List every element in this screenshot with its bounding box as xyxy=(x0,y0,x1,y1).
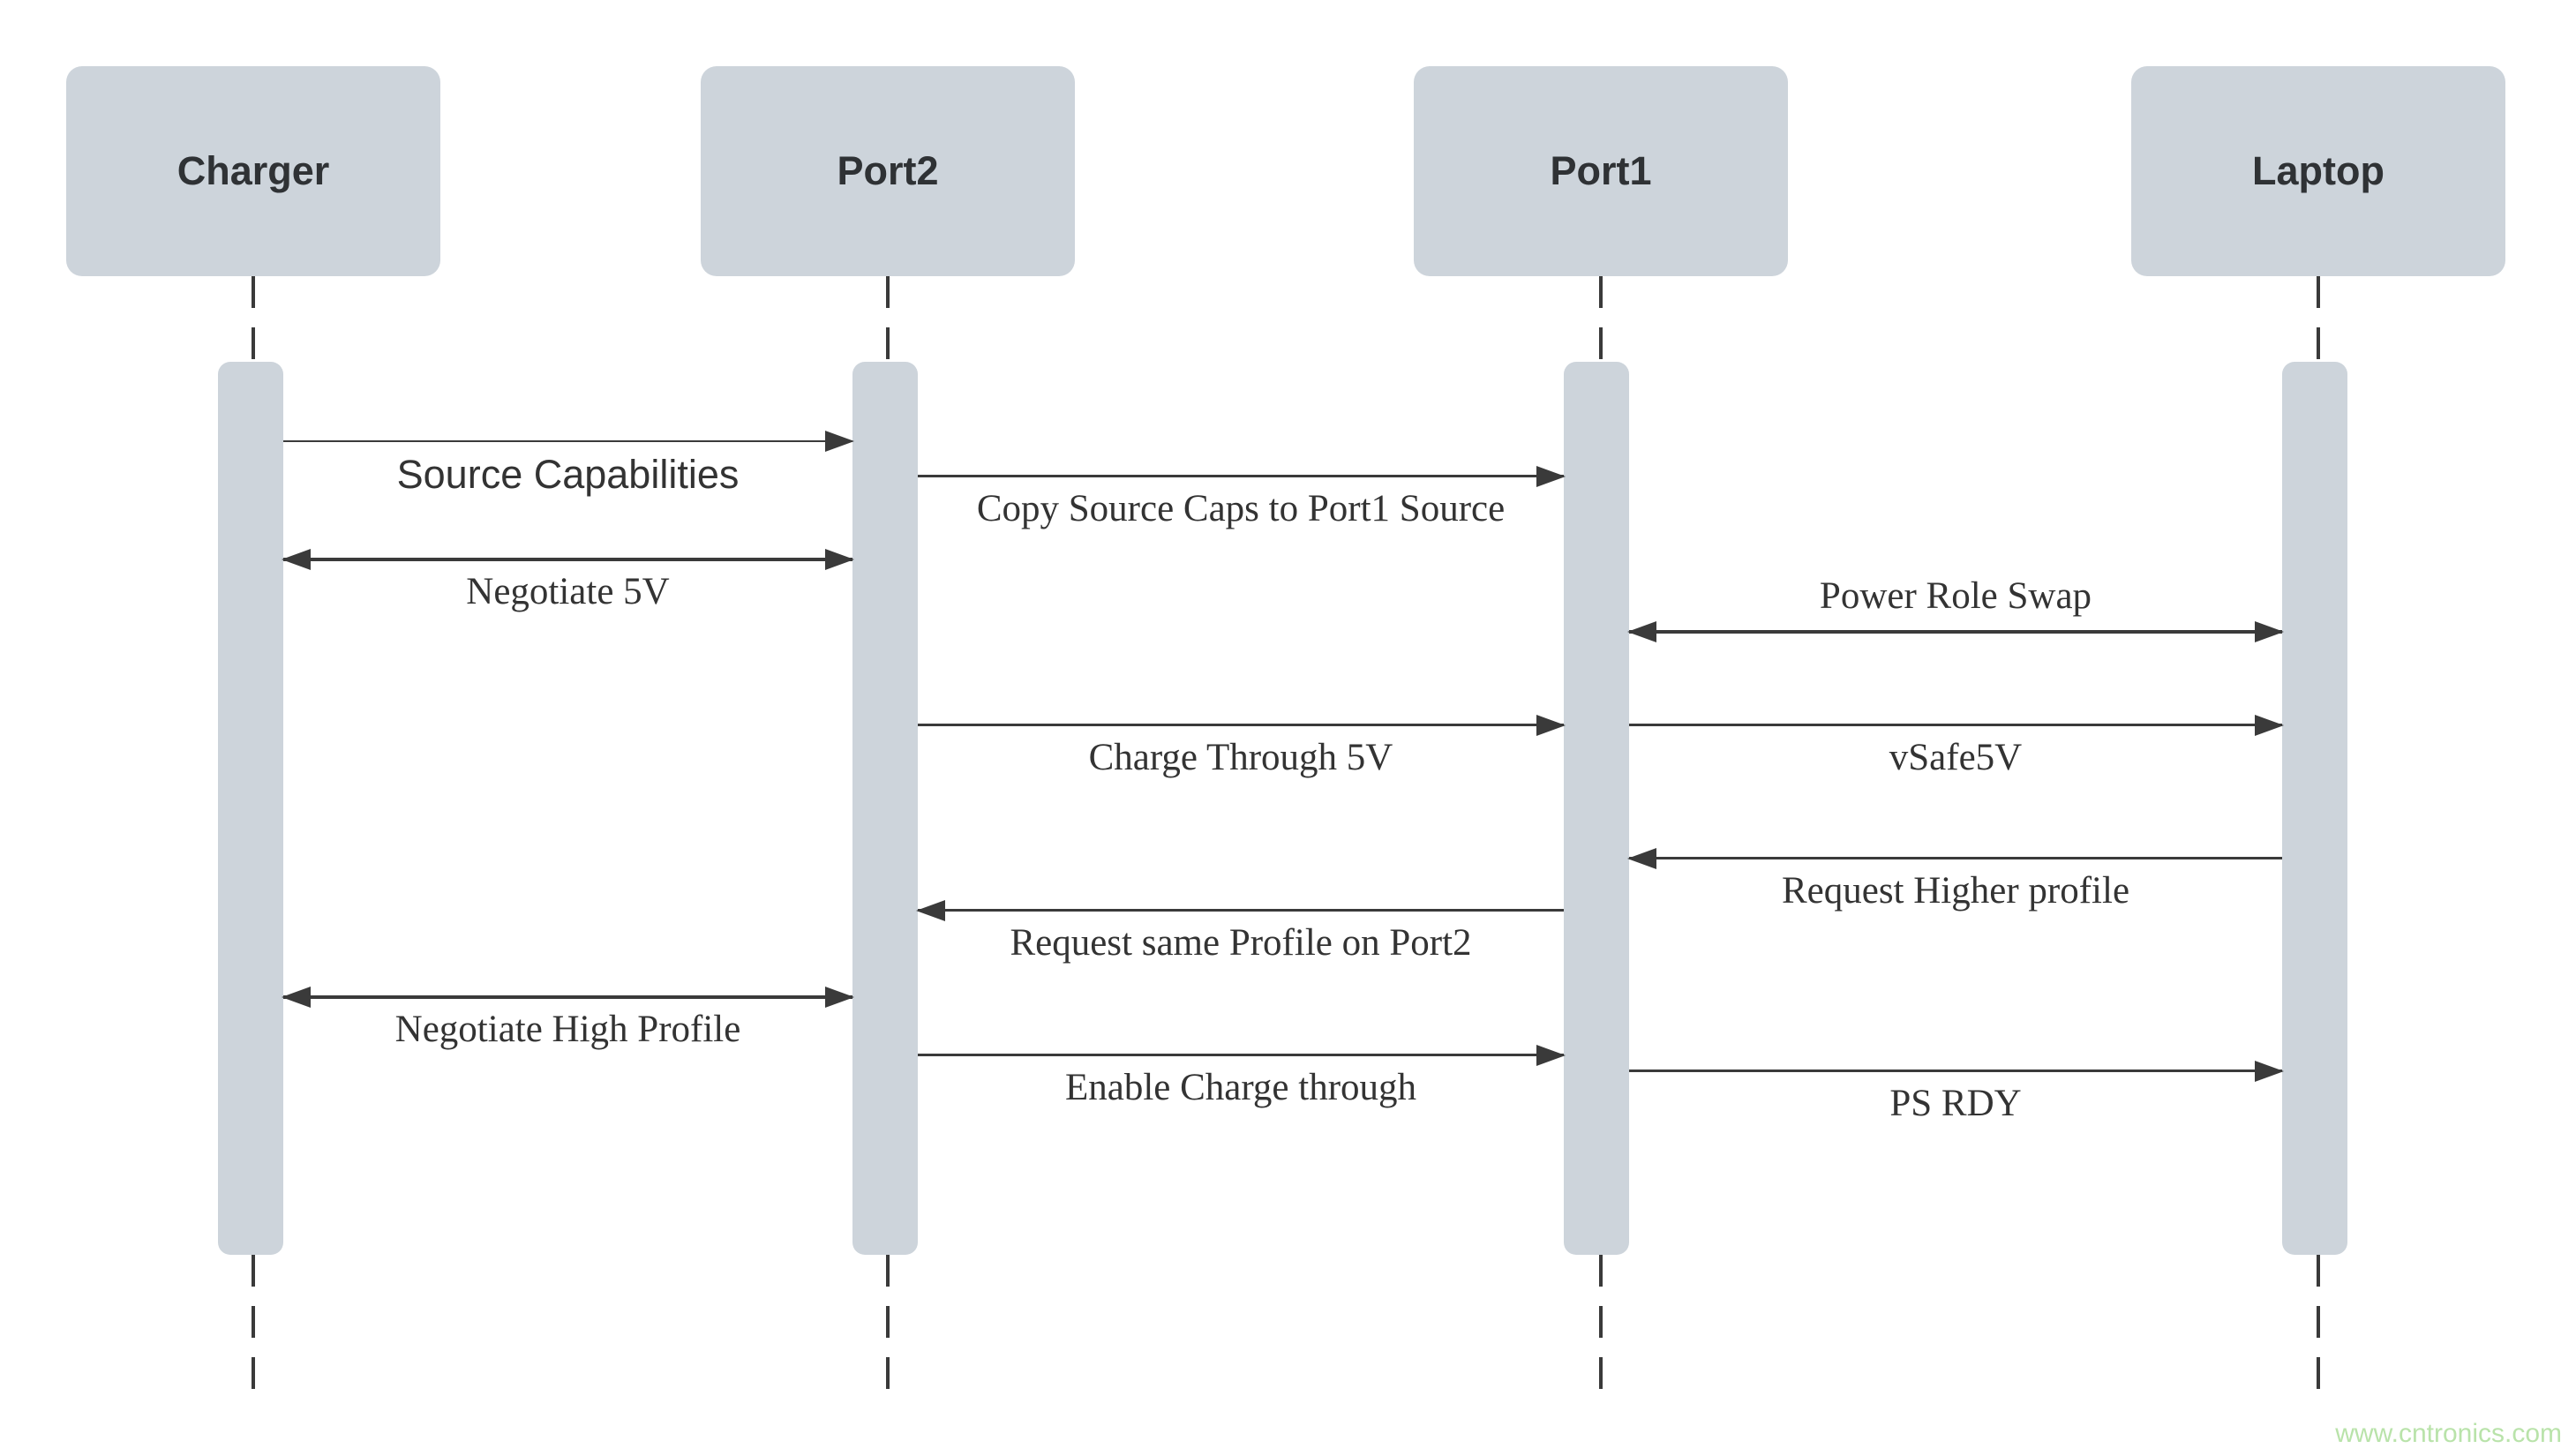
message-label: Negotiate High Profile xyxy=(394,1009,741,1050)
arrowhead-right-icon xyxy=(2255,715,2284,736)
arrow-line xyxy=(918,724,1564,726)
arrowhead-right-icon xyxy=(825,987,854,1008)
lifeline-charger-bottom xyxy=(252,1255,255,1392)
message-label: PS RDY xyxy=(1889,1083,2022,1124)
watermark: www.cntronics.com xyxy=(2335,1419,2562,1448)
activation-bar-port2 xyxy=(852,362,918,1255)
message-label: Source Capabilities xyxy=(396,452,740,497)
lifeline-laptop-bottom xyxy=(2317,1255,2320,1392)
lifeline-laptop-top xyxy=(2317,276,2320,362)
arrowhead-left-icon xyxy=(916,900,945,921)
message-label: Copy Source Caps to Port1 Source xyxy=(976,488,1506,529)
arrowhead-left-icon xyxy=(282,549,311,570)
activation-bar-charger xyxy=(218,362,283,1255)
message-label: Charge Through 5V xyxy=(1088,737,1393,778)
lifeline-charger-top xyxy=(252,276,255,362)
arrowhead-left-icon xyxy=(1627,621,1656,642)
actor-box-port1: Port1 xyxy=(1414,66,1788,276)
arrow-line xyxy=(918,475,1564,477)
message-label: Request Higher profile xyxy=(1781,870,2130,912)
arrow-line xyxy=(283,440,852,442)
actor-box-laptop: Laptop xyxy=(2131,66,2505,276)
lifeline-port2-top xyxy=(886,276,890,362)
message-label: vSafe5V xyxy=(1889,737,2023,778)
activation-bar-port1 xyxy=(1564,362,1629,1255)
message-label: Power Role Swap xyxy=(1819,575,2092,617)
arrow-line xyxy=(283,995,852,999)
arrowhead-left-icon xyxy=(282,987,311,1008)
arrowhead-right-icon xyxy=(2255,621,2284,642)
arrowhead-right-icon xyxy=(1536,1045,1566,1066)
arrow-line xyxy=(918,1054,1564,1056)
arrow-line xyxy=(283,558,852,561)
actor-box-port2: Port2 xyxy=(701,66,1075,276)
lifeline-port1-bottom xyxy=(1599,1255,1603,1392)
arrowhead-right-icon xyxy=(825,549,854,570)
lifeline-port2-bottom xyxy=(886,1255,890,1392)
arrowhead-left-icon xyxy=(1627,848,1656,869)
arrow-line xyxy=(1629,1069,2282,1072)
arrowhead-right-icon xyxy=(825,431,854,452)
arrowhead-right-icon xyxy=(1536,715,1566,736)
message-label: Request same Profile on Port2 xyxy=(1010,922,1472,964)
actor-box-charger: Charger xyxy=(66,66,440,276)
arrow-line xyxy=(918,909,1564,912)
lifeline-port1-top xyxy=(1599,276,1603,362)
activation-bar-laptop xyxy=(2282,362,2347,1255)
arrow-line xyxy=(1629,724,2282,726)
arrowhead-right-icon xyxy=(1536,466,1566,487)
arrowhead-right-icon xyxy=(2255,1061,2284,1082)
message-label: Enable Charge through xyxy=(1064,1067,1417,1108)
message-label: Negotiate 5V xyxy=(466,571,670,612)
arrow-line xyxy=(1629,630,2282,634)
arrow-line xyxy=(1629,857,2282,859)
